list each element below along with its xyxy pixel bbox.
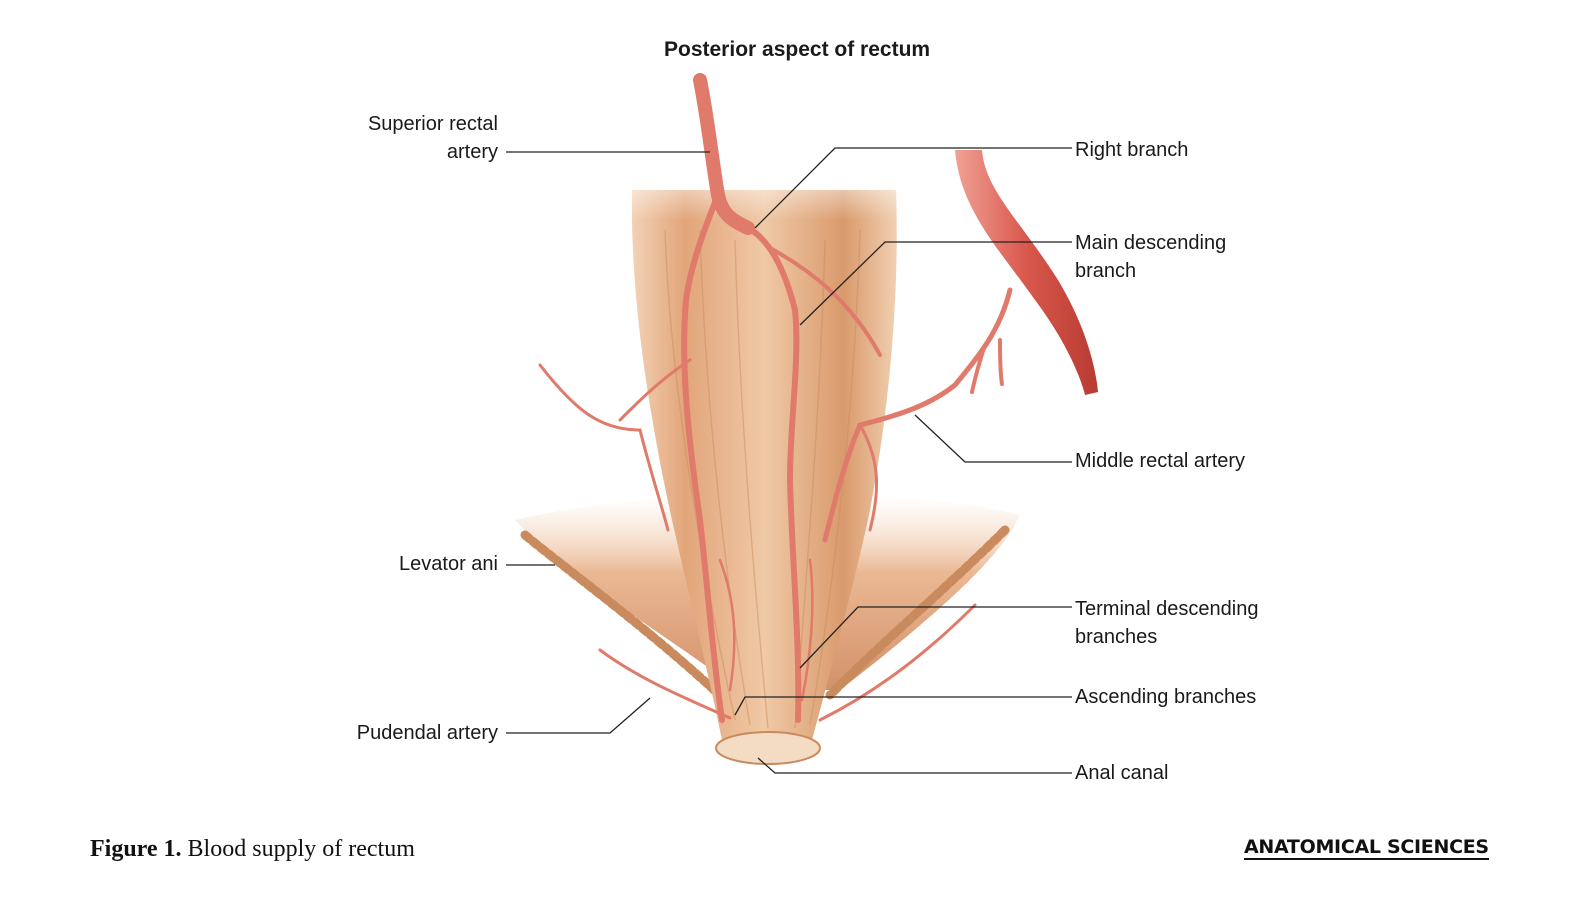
rectum-body [620, 150, 910, 740]
anal-canal-opening [715, 731, 821, 765]
label-anal-canal: Anal canal [1075, 762, 1169, 784]
figure-caption: Figure 1. Blood supply of rectum [90, 836, 415, 863]
leader-lines [506, 147, 1072, 774]
label-right-branch: Right branch [1075, 139, 1189, 161]
figure-label: Figure 1. [90, 836, 182, 862]
label-main-descending-line1: Main descending [1075, 232, 1227, 254]
label-middle-rectal-artery: Middle rectal artery [1075, 450, 1246, 472]
label-terminal-descending-line2: branches [1075, 626, 1158, 648]
figure-caption-text: Blood supply of rectum [187, 836, 415, 862]
diagram-title: Posterior aspect of rectum [664, 38, 931, 61]
internal-iliac-vessel [955, 150, 1098, 395]
label-superior-rectal-line2: artery [446, 141, 498, 163]
journal-brand-logo: ANATOMICAL SCIENCES [1244, 836, 1489, 860]
arteries [538, 73, 1013, 723]
label-main-descending-line2: branch [1075, 260, 1137, 282]
label-levator-ani: Levator ani [399, 553, 498, 575]
label-pudendal-artery: Pudendal artery [356, 722, 498, 744]
label-superior-rectal-line1: Superior rectal [367, 113, 498, 135]
label-terminal-descending-line1: Terminal descending [1075, 598, 1259, 620]
label-ascending-branches: Ascending branches [1075, 686, 1257, 708]
